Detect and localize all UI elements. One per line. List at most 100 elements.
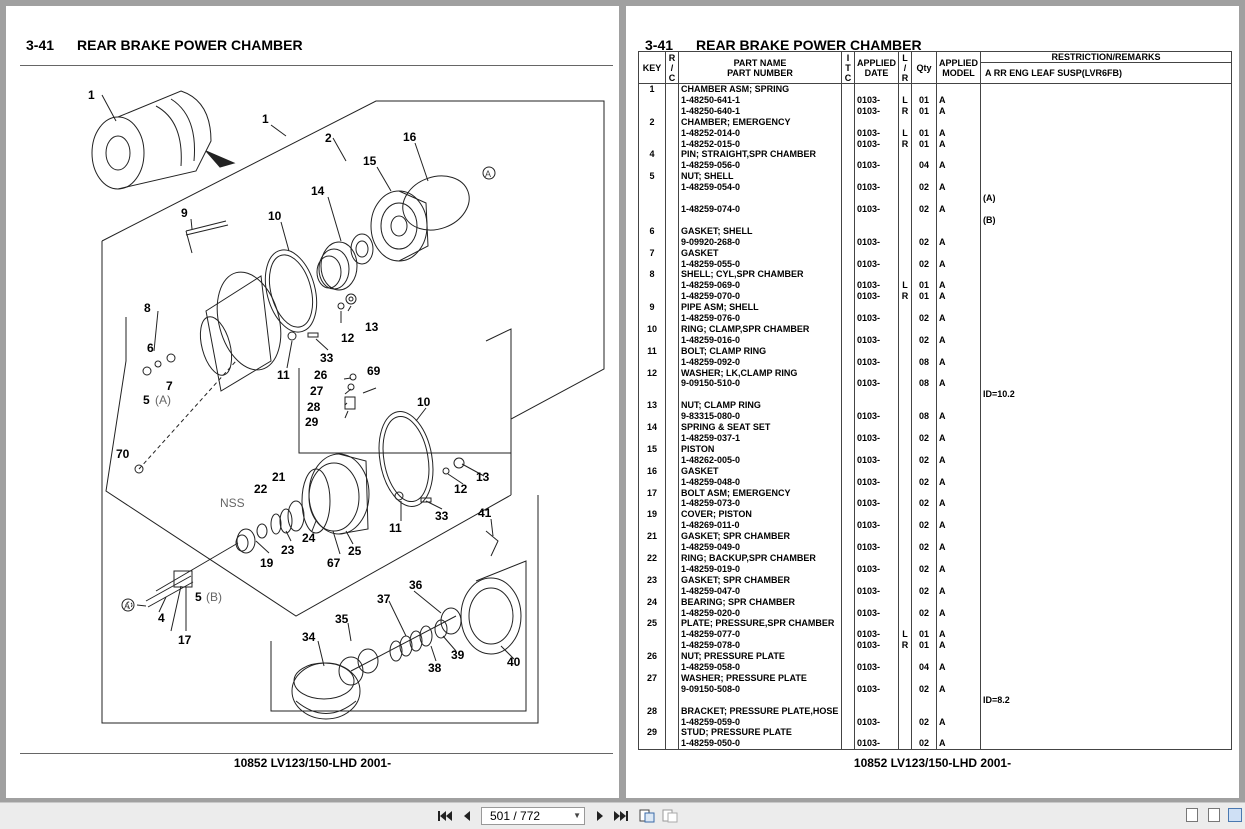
cell-date: [853, 694, 900, 706]
cell-key: [638, 182, 666, 194]
cell-remarks: [980, 465, 1232, 477]
cell-model: A: [936, 716, 982, 728]
first-page-icon[interactable]: [436, 807, 454, 825]
cell-itc: [841, 520, 855, 532]
cell-remarks: [980, 247, 1232, 259]
cell-ric: [665, 356, 679, 368]
cell-qty: [911, 214, 938, 226]
cell-date: 0103-: [853, 716, 900, 728]
cell-date: [853, 651, 900, 663]
cell-remarks: [980, 672, 1232, 684]
cell-date: 0103-: [853, 203, 900, 215]
cell-key: [638, 662, 666, 673]
cell-remarks: [980, 302, 1232, 314]
cell-itc: [841, 258, 855, 270]
single-page-view-icon[interactable]: [1186, 808, 1198, 822]
cell-model: [936, 618, 982, 630]
fit-width-icon[interactable]: [661, 807, 679, 825]
next-page-icon[interactable]: [591, 807, 609, 825]
cell-date: [853, 225, 900, 237]
cell-ric: [665, 585, 679, 597]
cell-ric: [665, 629, 679, 641]
cell-ric: [665, 94, 679, 106]
cell-date: 0103-: [853, 138, 900, 150]
section-number: 3-41: [645, 37, 674, 53]
cell-qty: 01: [911, 94, 938, 106]
prev-page-icon[interactable]: [458, 807, 476, 825]
cell-ric: [665, 258, 679, 270]
cell-date: 0103-: [853, 683, 900, 695]
cell-ric: [665, 542, 679, 553]
cell-qty: [911, 225, 938, 237]
cell-lr: [898, 258, 913, 270]
cell-lr: [898, 313, 913, 324]
cell-key: 10: [638, 323, 666, 335]
cell-qty: 01: [911, 640, 938, 652]
cell-lr: [898, 334, 913, 346]
cell-ric: [665, 116, 679, 128]
cell-lr: [898, 531, 913, 543]
cell-model: A: [936, 203, 982, 215]
table-row: (A): [638, 193, 1232, 204]
cell-qty: 02: [911, 683, 938, 695]
cell-qty: [911, 269, 938, 281]
diagram-label: 7: [166, 379, 173, 393]
cell-part: 1-48259-069-0: [678, 280, 842, 292]
diagram-label: 4: [158, 611, 165, 625]
col-qty: Qty: [911, 51, 938, 84]
cell-itc: [841, 716, 855, 728]
cell-remarks: [980, 356, 1232, 368]
cell-date: [853, 149, 900, 161]
diagram-label: 11: [389, 521, 402, 535]
cell-qty: [911, 171, 938, 183]
fit-page-icon[interactable]: [638, 807, 656, 825]
cell-part: 1-48259-055-0: [678, 258, 842, 270]
cell-part: 1-48259-077-0: [678, 629, 842, 641]
continuous-view-icon[interactable]: [1208, 808, 1220, 822]
cell-key: 15: [638, 443, 666, 455]
cell-itc: [841, 542, 855, 553]
cell-qty: [911, 400, 938, 412]
cell-ric: [665, 269, 679, 281]
last-page-icon[interactable]: [612, 807, 630, 825]
diagram-label: (B): [206, 590, 222, 604]
cell-key: [638, 203, 666, 215]
diagram-label: 39: [451, 648, 465, 662]
cell-itc: [841, 127, 855, 139]
cell-qty: 02: [911, 476, 938, 488]
cell-remarks: [980, 705, 1232, 717]
cell-part: 9-09920-268-0: [678, 236, 842, 248]
cell-qty: 02: [911, 313, 938, 324]
page-footer: 10852 LV123/150-LHD 2001-: [233, 756, 392, 770]
cell-lr: [898, 149, 913, 161]
two-page-view-icon[interactable]: [1228, 808, 1242, 822]
cell-date: 0103-: [853, 127, 900, 139]
cell-itc: [841, 738, 855, 751]
diagram-label: 14: [311, 184, 325, 198]
cell-lr: [898, 454, 913, 466]
col-lr: L/R: [898, 51, 913, 84]
cell-qty: [911, 487, 938, 499]
cell-lr: [898, 411, 913, 423]
diagram-label: 41: [478, 506, 492, 520]
cell-remarks: [980, 509, 1232, 521]
diagram-label: 29: [305, 415, 319, 429]
cell-itc: [841, 171, 855, 183]
cell-qty: [911, 116, 938, 128]
page-number-input[interactable]: 501 / 772▼: [481, 807, 585, 825]
cell-key: 13: [638, 400, 666, 412]
cell-itc: [841, 182, 855, 194]
cell-date: 0103-: [853, 738, 900, 751]
